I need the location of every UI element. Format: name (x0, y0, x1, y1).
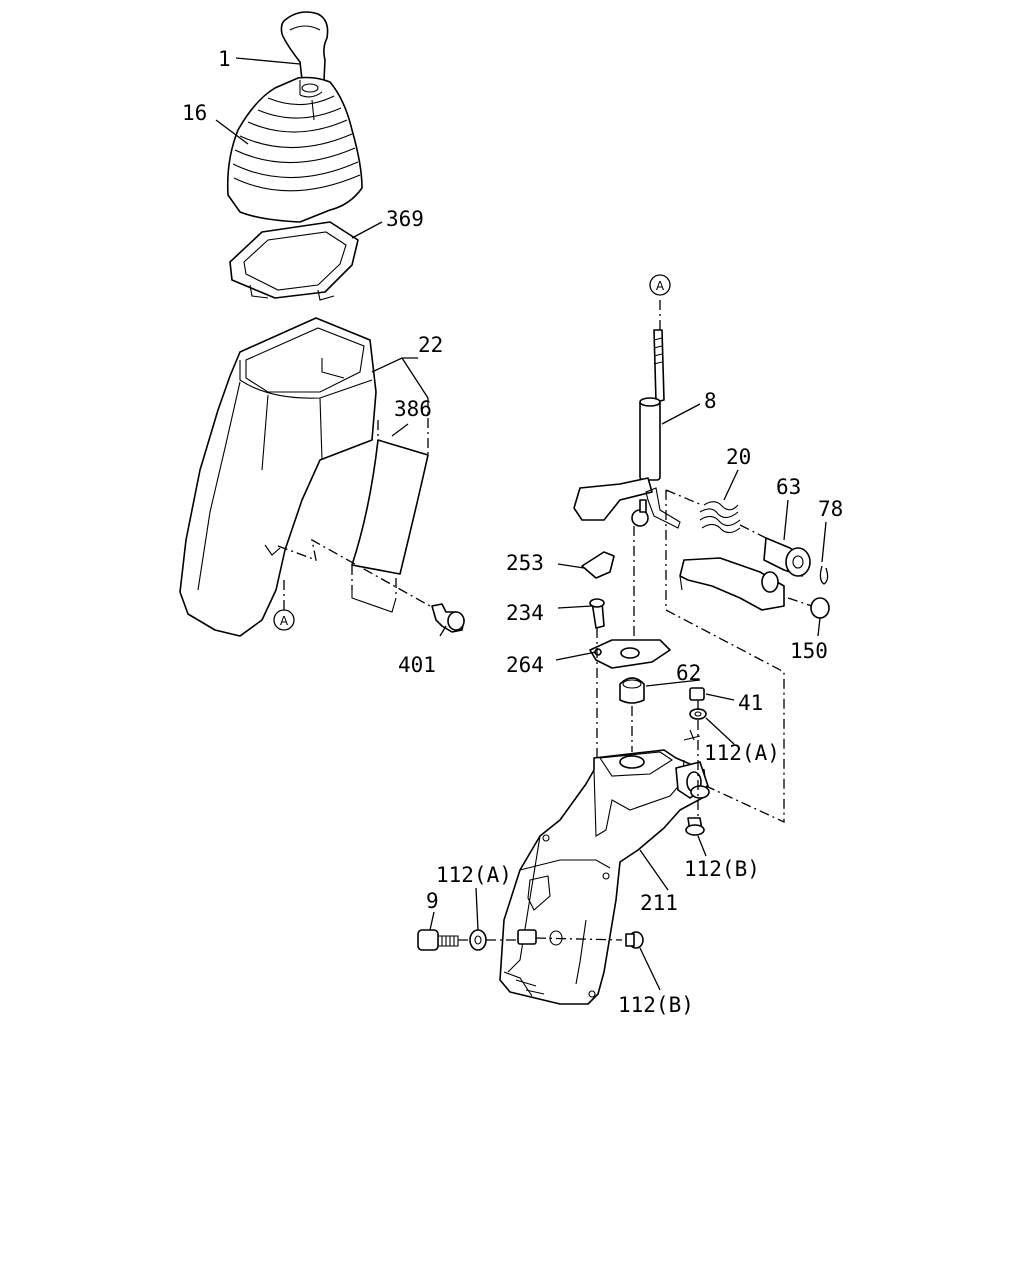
label-112b-top: 112(B) (684, 857, 760, 881)
mount-plate (589, 639, 671, 669)
side-panel (351, 439, 429, 613)
label-112b-bottom: 112(B) (618, 993, 694, 1017)
bushing-upper-b (685, 817, 705, 836)
assembly-guide-lines (277, 300, 813, 941)
label-62: 62 (676, 661, 701, 685)
main-bracket (499, 729, 710, 1005)
label-20: 20 (726, 445, 751, 469)
console-cover (179, 317, 377, 637)
label-63: 63 (776, 475, 801, 499)
label-22: 22 (418, 333, 443, 357)
label-253: 253 (506, 551, 544, 575)
label-78: 78 (818, 497, 843, 521)
label-8: 8 (704, 389, 717, 413)
spring (699, 501, 741, 534)
ref-marker-bottom: A (273, 609, 295, 631)
part-labels: 1 16 369 22 386 401 8 20 63 78 253 234 1… (182, 47, 843, 1017)
washer-lower (469, 929, 487, 951)
sleeve-pin (763, 537, 811, 577)
leader-lines (215, 57, 827, 991)
label-112a-bottom: 112(A) (436, 863, 512, 887)
grommet (619, 677, 645, 704)
label-9: 9 (426, 889, 439, 913)
label-112a-top: 112(A) (704, 741, 780, 765)
label-150: 150 (790, 639, 828, 663)
select-lever-arm (679, 557, 785, 611)
nut (689, 687, 705, 701)
label-16: 16 (182, 101, 207, 125)
label-369: 369 (386, 207, 424, 231)
label-211: 211 (640, 891, 678, 915)
cap (581, 551, 615, 579)
svg-text:A: A (656, 279, 665, 293)
snap-ring (819, 565, 829, 585)
side-bolt (417, 929, 459, 951)
svg-text:A: A (280, 614, 289, 628)
label-41: 41 (738, 691, 763, 715)
ref-marker-top: A (649, 274, 671, 296)
label-401: 401 (398, 653, 436, 677)
label-264: 264 (506, 653, 544, 677)
bushing-lower-b (625, 931, 644, 949)
label-234: 234 (506, 601, 544, 625)
shift-knob (280, 11, 329, 84)
shift-boot (226, 76, 363, 223)
bezel-ring (229, 221, 359, 301)
label-386: 386 (394, 397, 432, 421)
screw-clip (431, 603, 465, 633)
bushing (810, 597, 830, 619)
washer-upper (689, 708, 707, 720)
label-1: 1 (218, 47, 231, 71)
bolt (589, 598, 605, 629)
shift-lever (573, 329, 681, 529)
